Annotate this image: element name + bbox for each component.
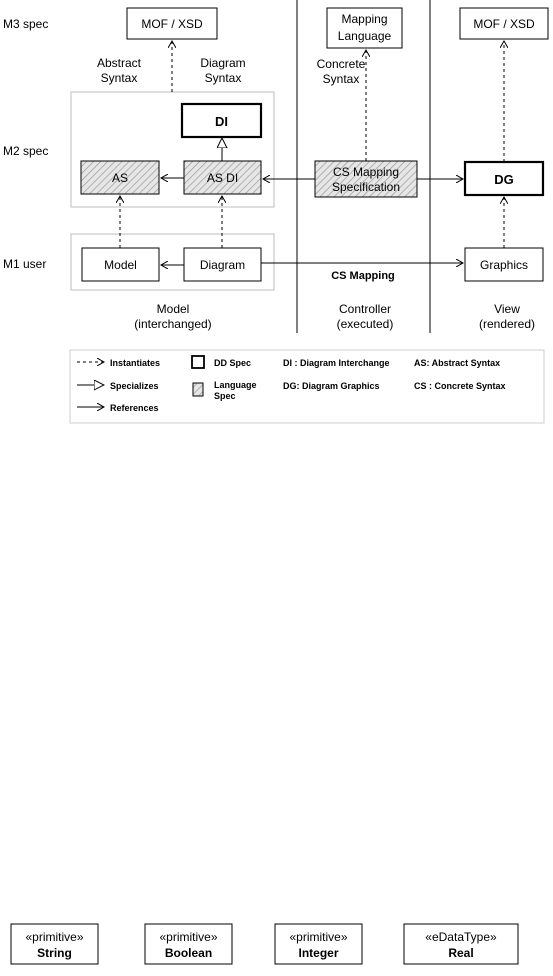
svg-text:Language: Language — [338, 29, 392, 43]
dg-box: DG — [463, 160, 545, 197]
primitive-boolean-box: «primitive» Boolean — [144, 923, 233, 965]
svg-text:Mapping: Mapping — [341, 12, 387, 26]
column-label-model-line2: (interchanged) — [134, 317, 211, 331]
legend-language-spec-symbol — [192, 382, 204, 397]
edatatype-real-box: «eDataType» Real — [403, 923, 519, 965]
column-label-controller: Controller — [339, 302, 391, 316]
svg-text:MOF / XSD: MOF / XSD — [473, 17, 535, 31]
model-box: Model — [81, 247, 160, 282]
column-label-model: Model — [157, 302, 190, 316]
legend-dd-spec-label: DD Spec — [214, 358, 251, 368]
legend-dd-spec-symbol — [191, 355, 205, 369]
primitive-string-box: «primitive» String — [10, 923, 99, 965]
abstract-syntax-label: Abstract — [97, 56, 142, 70]
svg-text:Real: Real — [448, 946, 473, 960]
legend-dg-definition: DG: Diagram Graphics — [283, 381, 380, 391]
svg-text:MOF / XSD: MOF / XSD — [141, 17, 203, 31]
legend-as-definition: AS: Abstract Syntax — [414, 358, 500, 368]
legend-language-spec-label: Language — [214, 380, 257, 390]
concrete-syntax-label-line2: Syntax — [323, 72, 360, 86]
abstract-syntax-label-line2: Syntax — [101, 71, 138, 85]
svg-text:«primitive»: «primitive» — [159, 930, 217, 944]
level-label-m1: M1 user — [3, 257, 46, 271]
svg-text:«eDataType»: «eDataType» — [425, 930, 497, 944]
svg-text:Graphics: Graphics — [480, 258, 528, 272]
level-label-m2: M2 spec — [3, 144, 48, 158]
svg-text:Model: Model — [104, 258, 137, 272]
cs-mapping-label: CS Mapping — [331, 270, 395, 282]
diagram-box: Diagram — [183, 247, 262, 282]
primitive-integer-box: «primitive» Integer — [274, 923, 363, 965]
svg-text:Integer: Integer — [298, 946, 338, 960]
svg-text:CS Mapping: CS Mapping — [333, 165, 399, 179]
column-label-view-line2: (rendered) — [479, 317, 535, 331]
legend-cs-definition: CS : Concrete Syntax — [414, 381, 506, 391]
svg-text:AS DI: AS DI — [207, 171, 238, 185]
svg-text:DI: DI — [215, 114, 228, 129]
svg-text:«primitive»: «primitive» — [289, 930, 347, 944]
legend-instantiates-label: Instantiates — [110, 358, 160, 368]
as-box: AS — [80, 160, 160, 195]
diagram-syntax-label: Diagram — [200, 56, 245, 70]
graphics-box: Graphics — [464, 247, 544, 282]
legend: Instantiates Specializes References DD S… — [69, 349, 545, 424]
legend-specializes-label: Specializes — [110, 381, 159, 391]
diagram-syntax-label-line2: Syntax — [205, 71, 242, 85]
svg-text:String: String — [37, 946, 72, 960]
level-label-m3: M3 spec — [3, 17, 48, 31]
legend-di-definition: DI : Diagram Interchange — [283, 358, 390, 368]
legend-language-spec-label-line2: Spec — [214, 391, 236, 401]
svg-text:Boolean: Boolean — [165, 946, 212, 960]
svg-text:«primitive»: «primitive» — [25, 930, 83, 944]
legend-references-label: References — [110, 403, 159, 413]
mapping-language-box: Mapping Language — [326, 7, 403, 49]
column-label-controller-line2: (executed) — [337, 317, 394, 331]
m1-group-frame — [70, 233, 275, 291]
svg-text:Diagram: Diagram — [200, 258, 245, 272]
mof-xsd-right-box: MOF / XSD — [459, 7, 549, 40]
concrete-syntax-label: Concrete — [317, 57, 366, 71]
svg-text:DG: DG — [494, 172, 514, 187]
cs-mapping-specification-box: CS Mapping Specification — [314, 160, 418, 198]
as-di-box: AS DI — [183, 160, 262, 195]
svg-text:Specification: Specification — [332, 180, 400, 194]
svg-text:AS: AS — [112, 171, 128, 185]
mof-xsd-left-box: MOF / XSD — [126, 7, 218, 40]
column-label-view: View — [494, 302, 520, 316]
di-box: DI — [180, 102, 263, 139]
